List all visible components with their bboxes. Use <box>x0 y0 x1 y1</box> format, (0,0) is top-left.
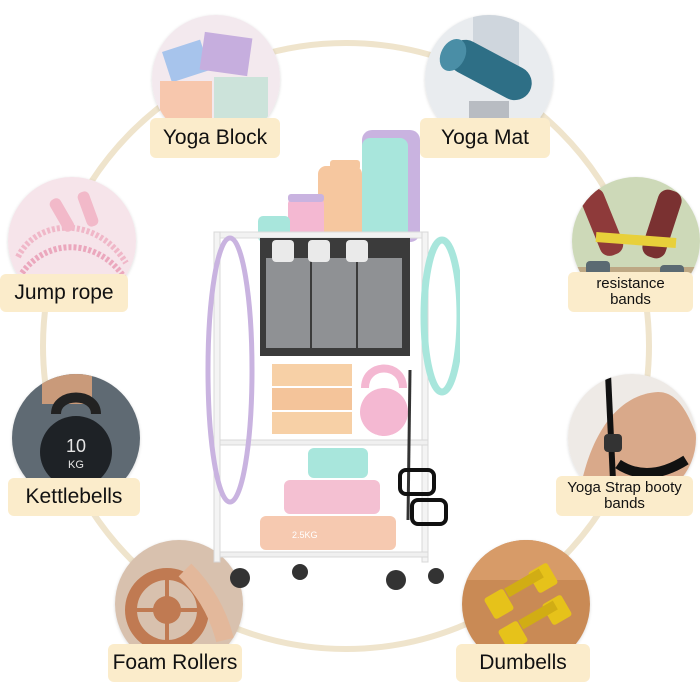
dumbells-label: Dumbells <box>456 644 590 682</box>
strap-bands-label: Yoga Strap booty bands <box>556 476 693 516</box>
dumbells-text: Dumbells <box>479 650 567 674</box>
kettlebell-weight: 10 <box>66 436 86 456</box>
jump-rope-label: Jump rope <box>0 274 128 312</box>
strap-bands-text-2: bands <box>604 495 645 512</box>
resistance-bands-text-1: resistance <box>596 275 665 293</box>
dumbbell-weight-marking: 2.5KG <box>292 530 318 540</box>
decorative-ring <box>40 40 652 652</box>
yoga-block-text: Yoga Block <box>162 125 268 149</box>
yoga-mat-text: Yoga Mat <box>441 125 529 149</box>
foam-rollers-text: Foam Rollers <box>112 650 238 674</box>
kettlebells-text: Kettlebells <box>25 484 123 508</box>
storage-cart-icon: 2.5KG <box>205 130 460 590</box>
kettlebell-unit: KG <box>68 459 84 471</box>
yoga-block-label: Yoga Block <box>150 118 280 158</box>
storage-cart-photo: 2.5KG <box>200 120 460 600</box>
jump-rope-text: Jump rope <box>14 280 114 304</box>
yoga-mat-label: Yoga Mat <box>420 118 550 158</box>
resistance-bands-label: resistance bands <box>568 272 693 312</box>
kettlebells-label: Kettlebells <box>8 478 140 516</box>
strap-bands-text-1: Yoga Strap booty <box>567 479 682 497</box>
resistance-bands-text-2: bands <box>610 291 651 308</box>
foam-rollers-label: Foam Rollers <box>108 644 242 682</box>
